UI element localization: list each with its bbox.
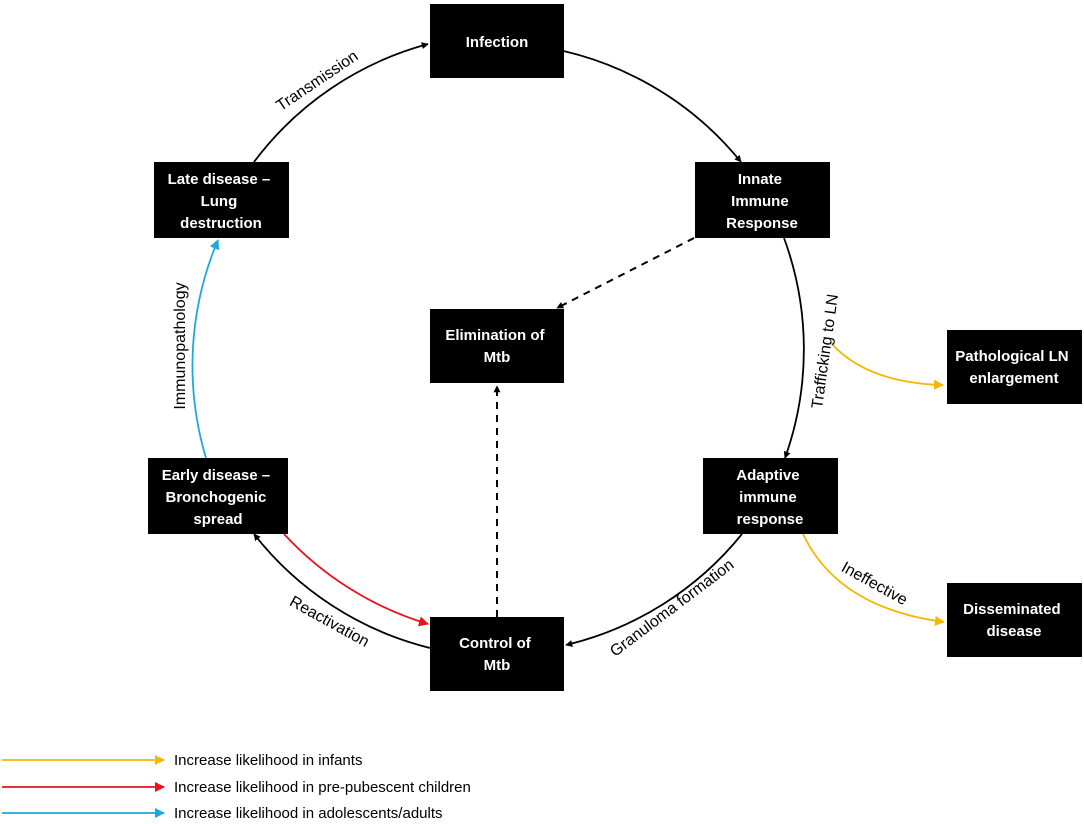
node-pathological-line-1: Pathological LN: [955, 348, 1068, 365]
svg-text:Late disease – Lung: Late disease – Lung destruction: [168, 171, 275, 232]
node-disseminated-disease: Disseminated disease: [947, 583, 1082, 657]
node-control-line-2: Mtb: [484, 657, 511, 674]
edge-early-to-control-red: [283, 533, 429, 627]
legend-item-children: Increase likelihood in pre-pubescent chi…: [2, 779, 471, 796]
node-elimination-of-mtb: Elimination of Mtb: [430, 309, 564, 383]
edge-innate-to-elimination: [556, 237, 695, 309]
edge-adaptive-to-control: [565, 533, 743, 647]
svg-text:Pathological LN enlarg: Pathological LN enlargement: [955, 348, 1073, 387]
node-control-line-1: Control of: [459, 635, 532, 652]
node-disseminated-line-1: Disseminated: [963, 601, 1061, 618]
edge-innate-to-adaptive: [783, 237, 805, 459]
legend: Increase likelihood in infants Increase …: [2, 752, 471, 822]
label-ineffective: Ineffective: [838, 559, 910, 609]
node-elimination-line-2: Mtb: [484, 349, 511, 366]
edge-trafficking-to-pathological-ln: [829, 341, 944, 390]
node-pathological-line-2: enlargement: [969, 370, 1058, 387]
edge-control-to-early: [253, 533, 431, 649]
label-transmission: Transmission: [274, 48, 362, 115]
node-control-of-mtb: Control of Mtb: [430, 617, 564, 691]
node-innate-line-1: Innate: [738, 171, 782, 188]
legend-label-children: Increase likelihood in pre-pubescent chi…: [174, 779, 471, 796]
node-infection: Infection: [430, 4, 564, 78]
node-adaptive-line-3: response: [737, 511, 804, 528]
node-late-line-1: Late disease –: [168, 171, 271, 188]
svg-text:Disseminated disease: Disseminated disease: [963, 601, 1065, 640]
node-late-disease: Late disease – Lung destruction: [154, 162, 289, 238]
node-early-line-2: Bronchogenic: [165, 489, 266, 506]
node-early-line-1: Early disease –: [162, 467, 270, 484]
label-immunopathology: Immunopathology: [172, 282, 189, 409]
node-early-line-3: spread: [193, 511, 242, 528]
node-innate-line-2: Immune: [731, 193, 789, 210]
node-innate-line-3: Response: [726, 215, 798, 232]
legend-label-infants: Increase likelihood in infants: [174, 752, 362, 769]
node-late-line-3: destruction: [180, 215, 262, 232]
node-early-disease: Early disease – Bronchogenic spread: [148, 458, 288, 534]
edge-late-to-infection: [253, 42, 429, 163]
svg-text:Elimination of Mtb: Elimination of Mtb: [445, 327, 548, 366]
edge-early-to-late-blue: [191, 239, 220, 459]
node-elimination-line-1: Elimination of: [445, 327, 545, 344]
node-late-line-2: Lung: [201, 193, 238, 210]
svg-text:Innate Immune: Innate Immune Response: [726, 171, 798, 232]
node-adaptive-line-2: immune: [739, 489, 797, 506]
node-adaptive-line-1: Adaptive: [736, 467, 799, 484]
node-pathological-ln: Pathological LN enlargement: [947, 330, 1082, 404]
svg-text:Adaptive immune: Adaptive immune response: [736, 467, 804, 528]
edge-adaptive-to-disseminated: [802, 533, 945, 626]
node-adaptive-immune-response: Adaptive immune response: [703, 458, 838, 534]
svg-text:Early disease – Bronch: Early disease – Bronchogenic spread: [162, 467, 275, 528]
label-trafficking: Trafficking to LN: [809, 293, 842, 410]
legend-label-adults: Increase likelihood in adolescents/adult…: [174, 805, 443, 822]
node-infection-line: Infection: [466, 34, 529, 51]
node-innate-immune-response: Innate Immune Response: [695, 162, 830, 238]
svg-text:Infection: Infection: [466, 34, 529, 51]
legend-item-infants: Increase likelihood in infants: [2, 752, 362, 769]
svg-text:Control of Mtb: Control of Mtb: [459, 635, 535, 674]
node-disseminated-line-2: disease: [986, 623, 1041, 640]
legend-item-adults: Increase likelihood in adolescents/adult…: [2, 805, 443, 822]
label-granuloma: Granuloma formation: [607, 556, 737, 660]
